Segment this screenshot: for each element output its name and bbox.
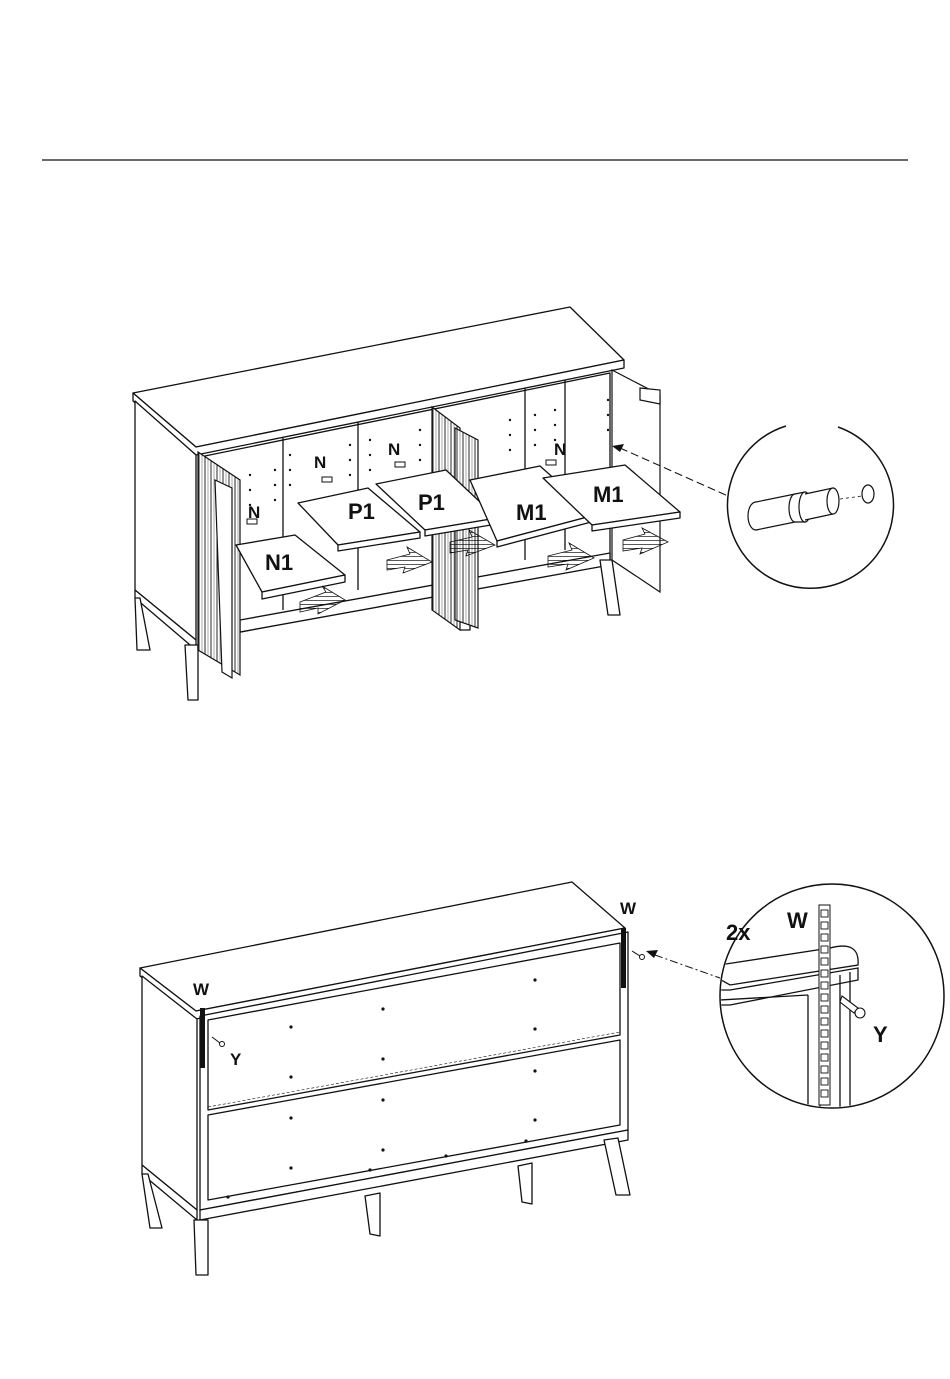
detail-label-y: Y xyxy=(873,1022,888,1047)
step2-leader-line xyxy=(655,955,720,978)
shelf-label-n1: N1 xyxy=(265,550,293,575)
shelf-label-p1-left: P1 xyxy=(348,499,375,524)
shelf-label-m1-right: M1 xyxy=(593,482,624,507)
shelf-pin-icon xyxy=(322,477,332,482)
leg-mid xyxy=(365,1193,380,1236)
pin-label-n-2: N xyxy=(314,453,326,472)
shelf-label-p1-right: P1 xyxy=(418,490,445,515)
pin-label-n-1: N xyxy=(248,503,260,522)
part-label-w-left: W xyxy=(193,980,210,999)
shelf-pin-icon xyxy=(546,460,556,465)
leg-right xyxy=(604,1138,630,1195)
shelf-pin-detail xyxy=(727,426,893,588)
shelf-label-m1-left: M1 xyxy=(516,500,547,525)
pin-hole-icon xyxy=(862,485,874,503)
part-label-w-right: W xyxy=(620,899,637,918)
detail-label-w: W xyxy=(787,908,808,933)
leg-mid-right xyxy=(518,1163,532,1204)
leg-front-left xyxy=(194,1220,208,1275)
screw-icon xyxy=(632,951,645,960)
leg-right xyxy=(600,560,620,615)
detail-quantity: 2x xyxy=(726,920,751,945)
step2-cabinet-back xyxy=(140,882,630,1275)
pin-label-n-4: N xyxy=(554,440,566,459)
part-label-y-left: Y xyxy=(230,1050,242,1069)
pin-label-n-3: N xyxy=(388,440,400,459)
leg-front-left xyxy=(185,645,198,700)
shelf-pin-icon xyxy=(395,462,405,467)
anti-tip-bracket-icon xyxy=(621,928,626,988)
anti-tip-bracket-icon xyxy=(200,1008,205,1068)
